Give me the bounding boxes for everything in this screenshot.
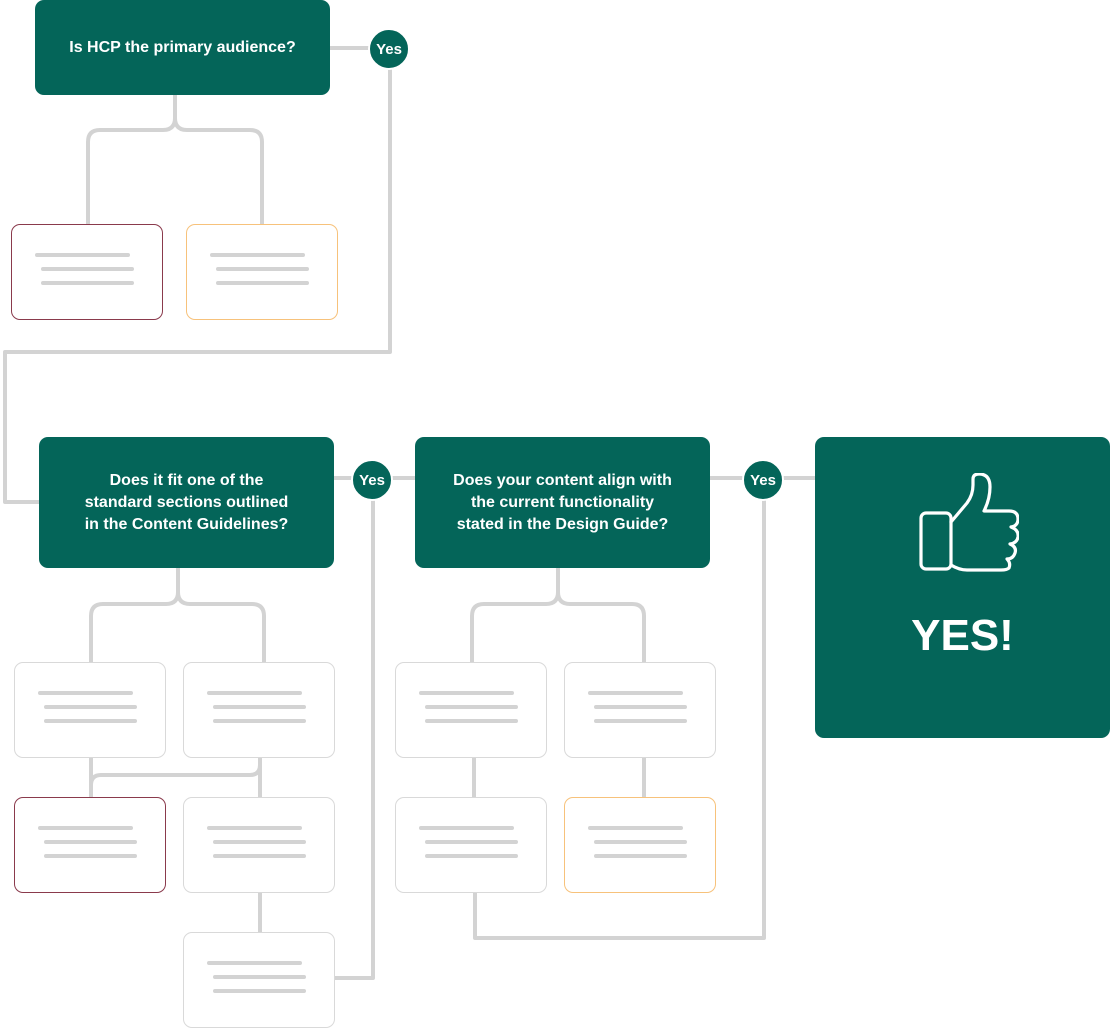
outcome-card (186, 224, 338, 320)
connector-q2-yes-return (334, 480, 375, 980)
question-hcp-audience: Is HCP the primary audience? (35, 0, 330, 95)
thumbs-up-icon (919, 473, 1019, 572)
outcome-card (14, 662, 166, 758)
question-text: Does your content align with the current… (453, 471, 672, 533)
result-box: YES! (815, 437, 1110, 738)
connector-q1-branch (86, 95, 177, 224)
question-text: Is HCP the primary audience? (69, 38, 296, 56)
connector-q3-branch (470, 568, 560, 662)
question-standard-sections: Does it fit one of the standard sections… (39, 437, 334, 568)
question-text: Does it fit one of the standard sections… (84, 471, 289, 533)
outcome-card (183, 932, 335, 1028)
connector-q2-merge (89, 757, 262, 797)
connector-q3-yes-return (473, 480, 766, 940)
yes-badge: Yes (351, 459, 393, 501)
result-label: YES! (911, 611, 1014, 660)
yes-badge: Yes (368, 28, 410, 70)
question-design-guide-alignment: Does your content align with the current… (415, 437, 710, 568)
connector-q3-branch-right (556, 591, 646, 662)
outcome-card (11, 224, 163, 320)
outcome-card (14, 797, 166, 893)
outcome-card (183, 797, 335, 893)
outcome-card (564, 662, 716, 758)
outcome-card (395, 797, 547, 893)
outcome-card (564, 797, 716, 893)
outcome-card (395, 662, 547, 758)
yes-badge: Yes (742, 459, 784, 501)
connector-q2-branch (89, 568, 180, 662)
outcome-card (183, 662, 335, 758)
connector-q2-branch-right (176, 591, 266, 662)
connector-q1-branch-right (173, 117, 264, 224)
